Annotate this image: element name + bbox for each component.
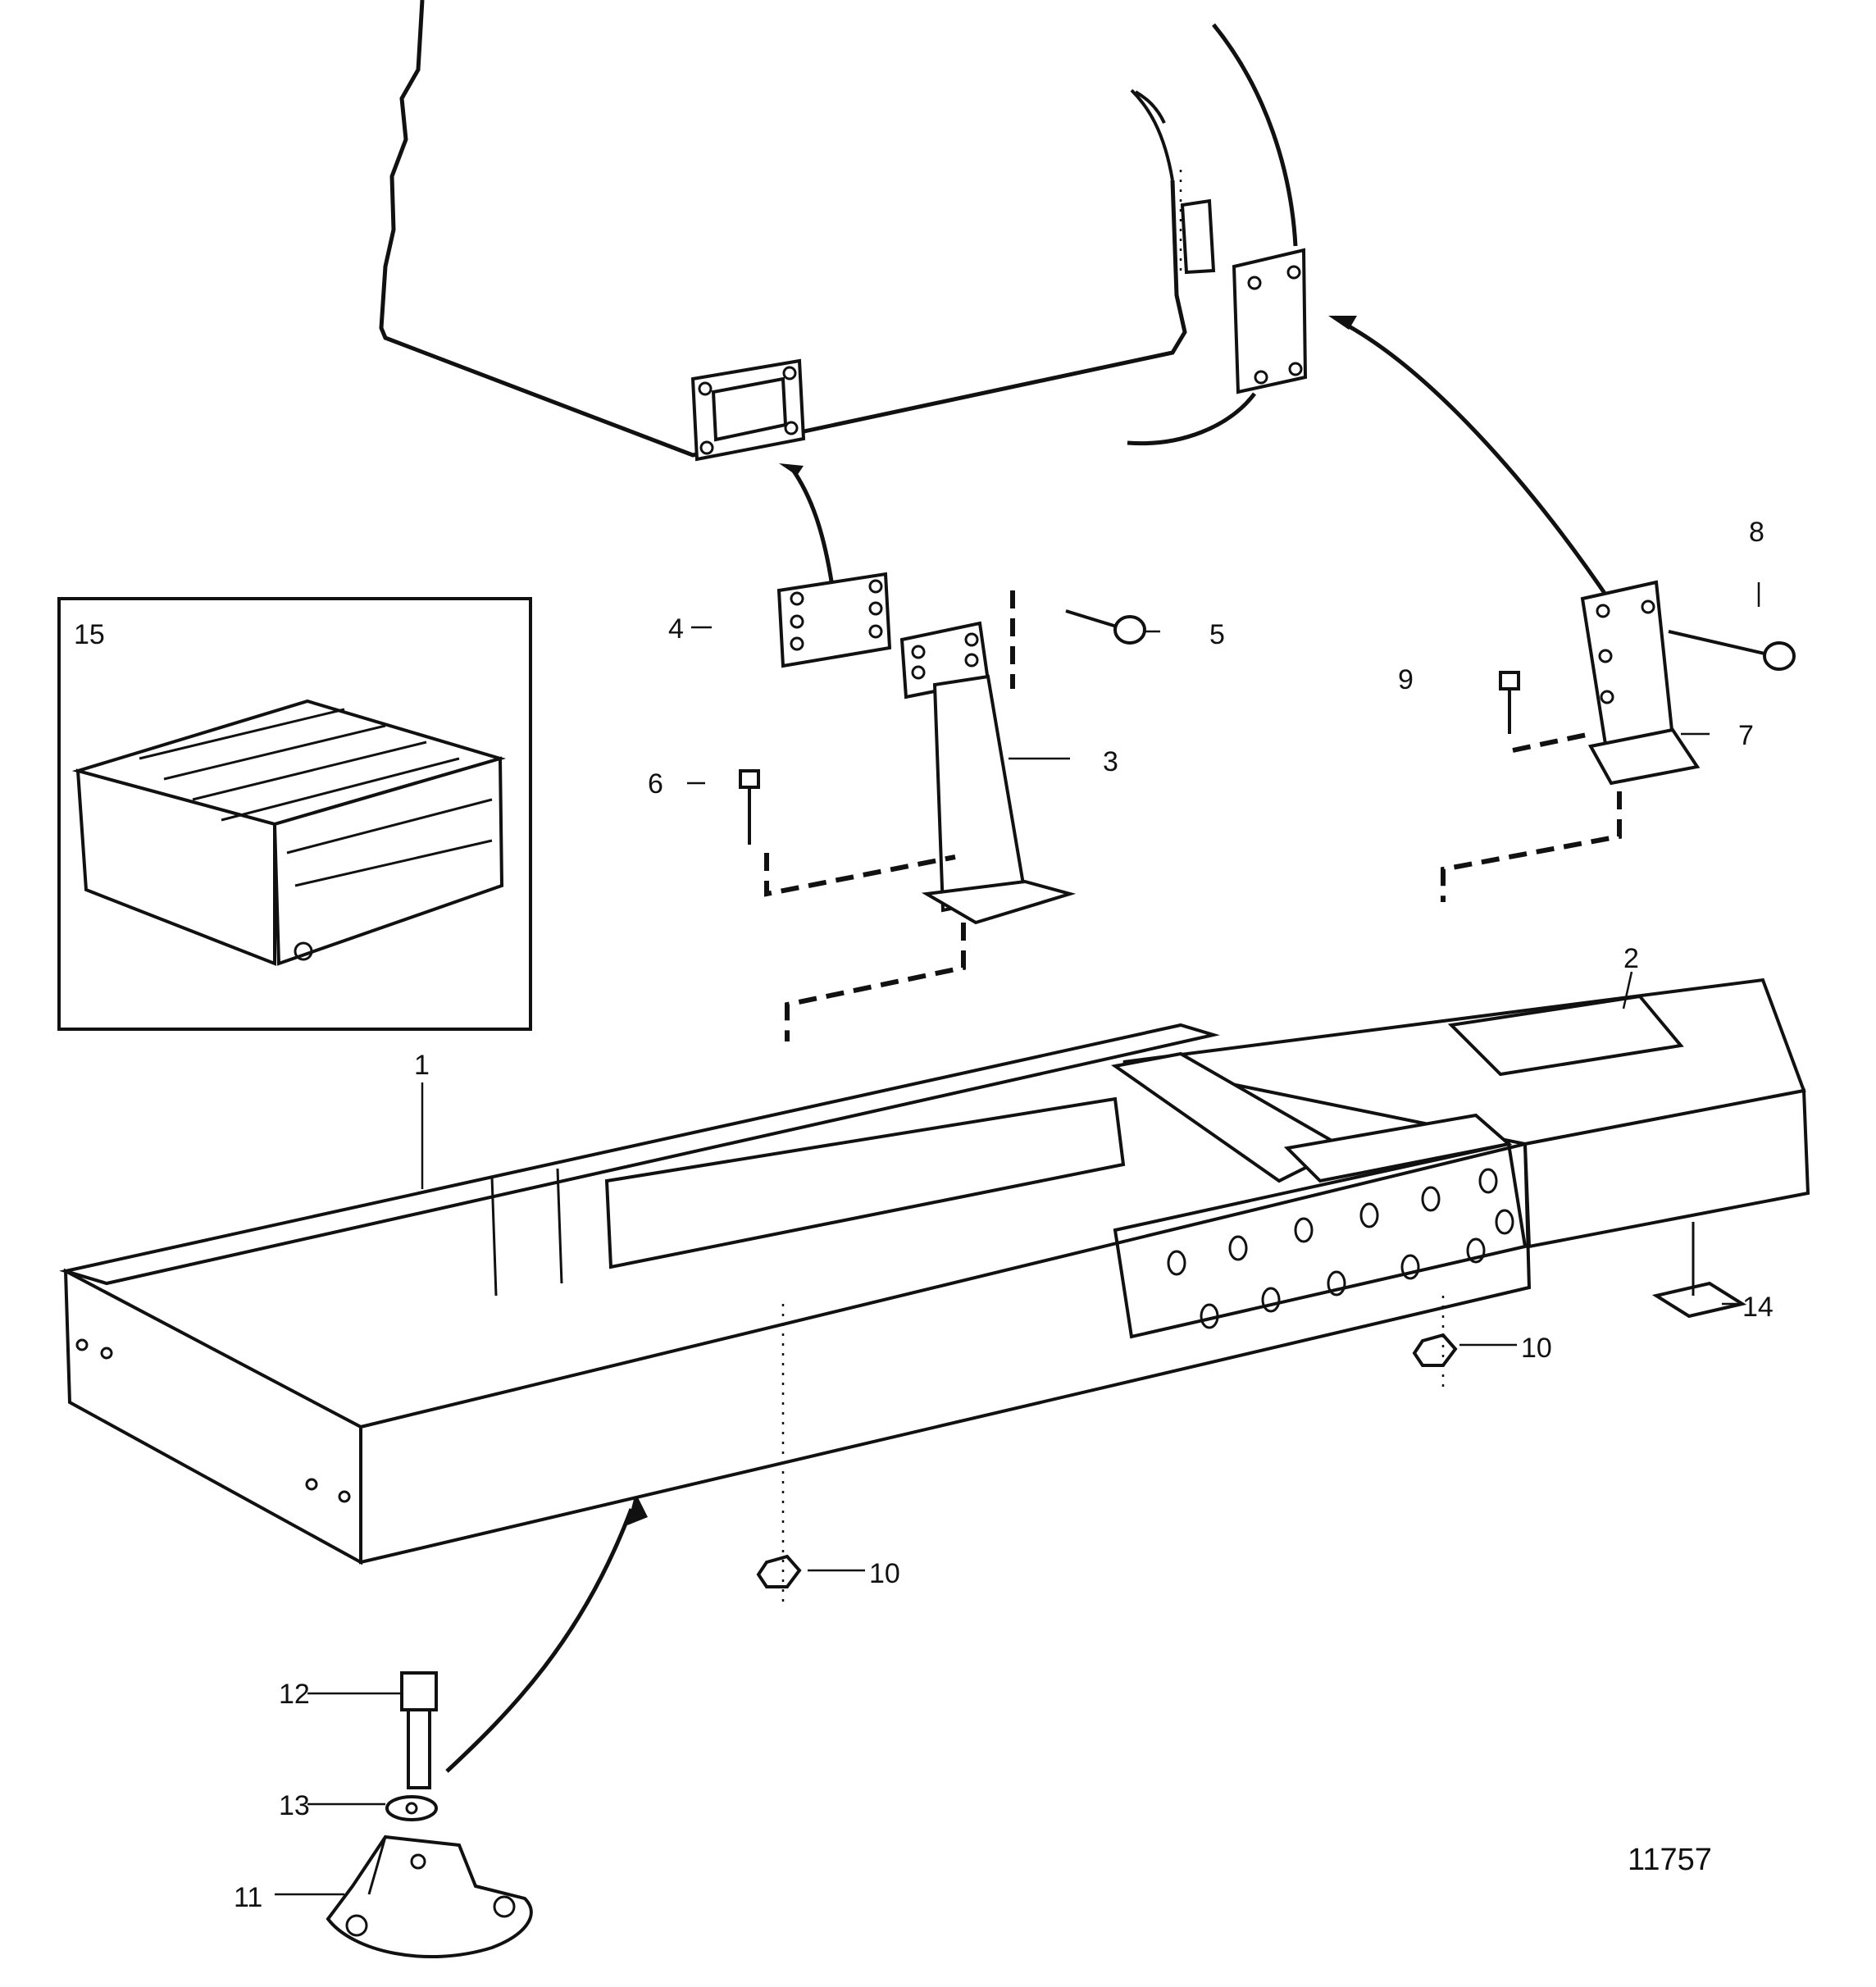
callout-13: 13	[279, 1790, 310, 1821]
frame-side-plate	[1113, 1142, 1528, 1339]
callout-4: 4	[668, 613, 684, 645]
callout-10-lower: 10	[869, 1558, 900, 1589]
bracket-3	[899, 590, 1077, 925]
callout-5: 5	[1209, 619, 1225, 650]
callout-leaders	[275, 582, 1760, 1896]
housing-rear-plate	[1232, 248, 1308, 394]
washer-14	[1651, 1281, 1747, 1319]
callout-7: 7	[1738, 720, 1754, 751]
bolt-icon	[400, 609, 1796, 1789]
callout-6: 6	[648, 768, 663, 800]
callout-2: 2	[1623, 943, 1639, 974]
washer-13	[385, 1795, 438, 1821]
callout-3: 3	[1103, 746, 1118, 777]
arrow-icon	[445, 316, 1614, 1773]
callout-14: 14	[1742, 1292, 1774, 1323]
housing-flange-pad	[690, 358, 806, 462]
callout-11: 11	[234, 1882, 262, 1913]
callout-15: 15	[74, 619, 105, 650]
callout-8: 8	[1749, 517, 1764, 548]
bracket-7	[1580, 580, 1701, 786]
engine-housing	[379, 0, 1308, 462]
inset-part-15	[57, 597, 532, 1031]
callout-1: 1	[414, 1050, 430, 1081]
drawing-number: 11757	[1628, 1843, 1712, 1877]
rubber-mount-11	[326, 1834, 533, 1959]
callout-12: 12	[279, 1679, 310, 1710]
bracket-plate-4	[776, 572, 892, 668]
callout-9: 9	[1398, 664, 1414, 695]
frame-assembly	[59, 978, 1810, 1565]
callout-10-upper: 10	[1521, 1333, 1552, 1364]
dashed-guide-lines	[764, 731, 1622, 1041]
callout-labels: 1 2 3 4 5 6 7 8 9 10 10 11 12 13 14 15	[74, 517, 1774, 1913]
